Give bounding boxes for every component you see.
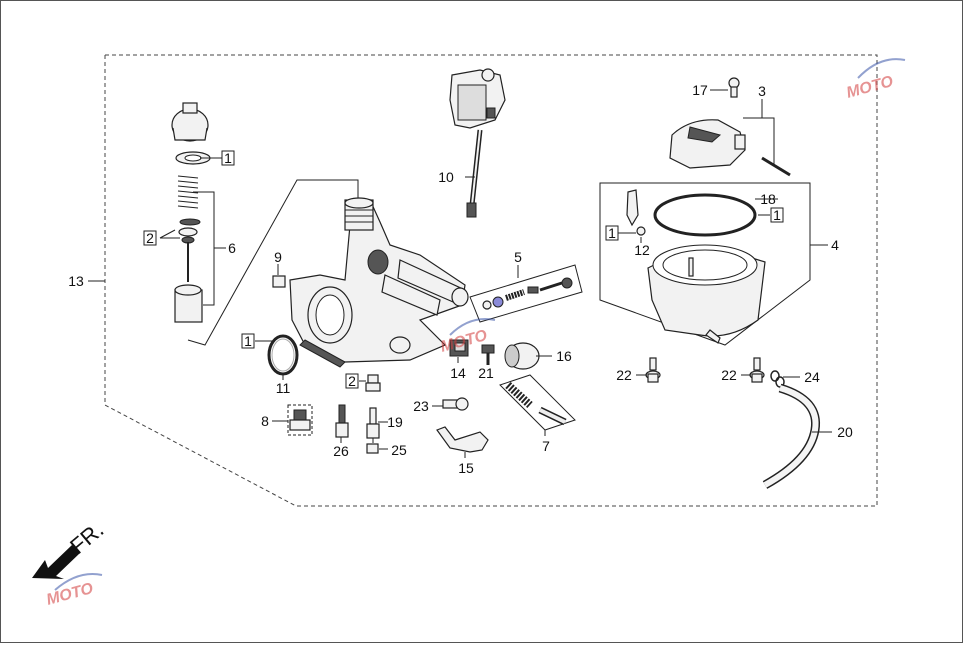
idle-screw-assembly	[469, 264, 583, 323]
o-ring-gasket	[267, 334, 299, 376]
slide-cap	[171, 102, 209, 142]
label-4: 4	[831, 237, 839, 253]
slide-to-body-line	[187, 179, 359, 346]
watermark-logo: MOTO	[45, 573, 103, 609]
bowl-gasket	[653, 193, 757, 237]
hose-clip	[770, 370, 785, 388]
carburetor-body	[289, 197, 469, 368]
front-direction-arrow	[32, 545, 80, 579]
label-25: 25	[391, 442, 407, 458]
float-bowl-assembly-outline	[599, 182, 811, 346]
bowl-screw-left	[645, 357, 661, 383]
label-9: 9	[274, 249, 282, 265]
boxed-labels	[143, 150, 784, 389]
label-26: 26	[333, 443, 349, 459]
label-12: 12	[634, 242, 650, 258]
assembly-boundary	[104, 54, 878, 507]
label-19: 19	[387, 414, 403, 430]
label-11: 11	[276, 380, 291, 396]
nut-25	[366, 443, 379, 454]
label-2-a: 2	[146, 230, 154, 246]
label-2-b: 2	[348, 373, 356, 389]
label-15: 15	[458, 460, 474, 476]
bowl-screw-right	[749, 357, 765, 383]
mixture-screw-assembly	[499, 374, 576, 431]
label-13: 13	[68, 273, 84, 289]
label-7: 7	[542, 438, 550, 454]
screw-23	[442, 397, 469, 411]
label-22-b: 22	[721, 367, 737, 383]
cap-16	[504, 342, 540, 370]
svg-text:MOTO: MOTO	[45, 580, 96, 609]
main-jet-box	[287, 404, 313, 436]
label-17: 17	[692, 82, 708, 98]
label-1-b: 1	[244, 333, 252, 349]
spring	[177, 175, 199, 209]
label-22-a: 22	[616, 367, 632, 383]
needle-clip	[178, 218, 201, 244]
label-16: 16	[556, 348, 572, 364]
label-5: 5	[514, 249, 522, 265]
label-20: 20	[837, 424, 853, 440]
screw-21	[481, 344, 495, 365]
main-jet	[289, 409, 311, 431]
throttle-slide	[174, 284, 203, 323]
float	[669, 119, 791, 177]
bracket-15	[436, 426, 489, 453]
label-1-c: 1	[608, 225, 616, 241]
label-8: 8	[261, 413, 269, 429]
idle-jet-26	[335, 404, 349, 438]
label-6: 6	[228, 240, 236, 256]
svg-text:MOTO: MOTO	[845, 73, 896, 102]
leader-lines	[88, 89, 832, 458]
screw-17	[728, 77, 740, 98]
throttle-lever-bracket	[449, 68, 506, 218]
label-18: 18	[760, 191, 776, 207]
float-needle	[626, 189, 646, 236]
label-21: 21	[478, 365, 494, 381]
label-1-d: 1	[773, 207, 781, 223]
pilot-jet	[365, 374, 381, 392]
nut-9	[272, 275, 286, 288]
label-14: 14	[450, 365, 466, 381]
clip-14	[449, 339, 469, 357]
label-3: 3	[758, 83, 766, 99]
label-24: 24	[804, 369, 820, 385]
label-1-a: 1	[224, 150, 232, 166]
label-10: 10	[438, 169, 454, 185]
drain-hose-inner	[763, 385, 819, 488]
o-ring-washer	[175, 151, 211, 165]
screw-19	[366, 407, 380, 439]
label-23: 23	[413, 398, 429, 414]
watermark-logo: MOTO	[845, 58, 906, 102]
float-bowl	[647, 244, 766, 344]
